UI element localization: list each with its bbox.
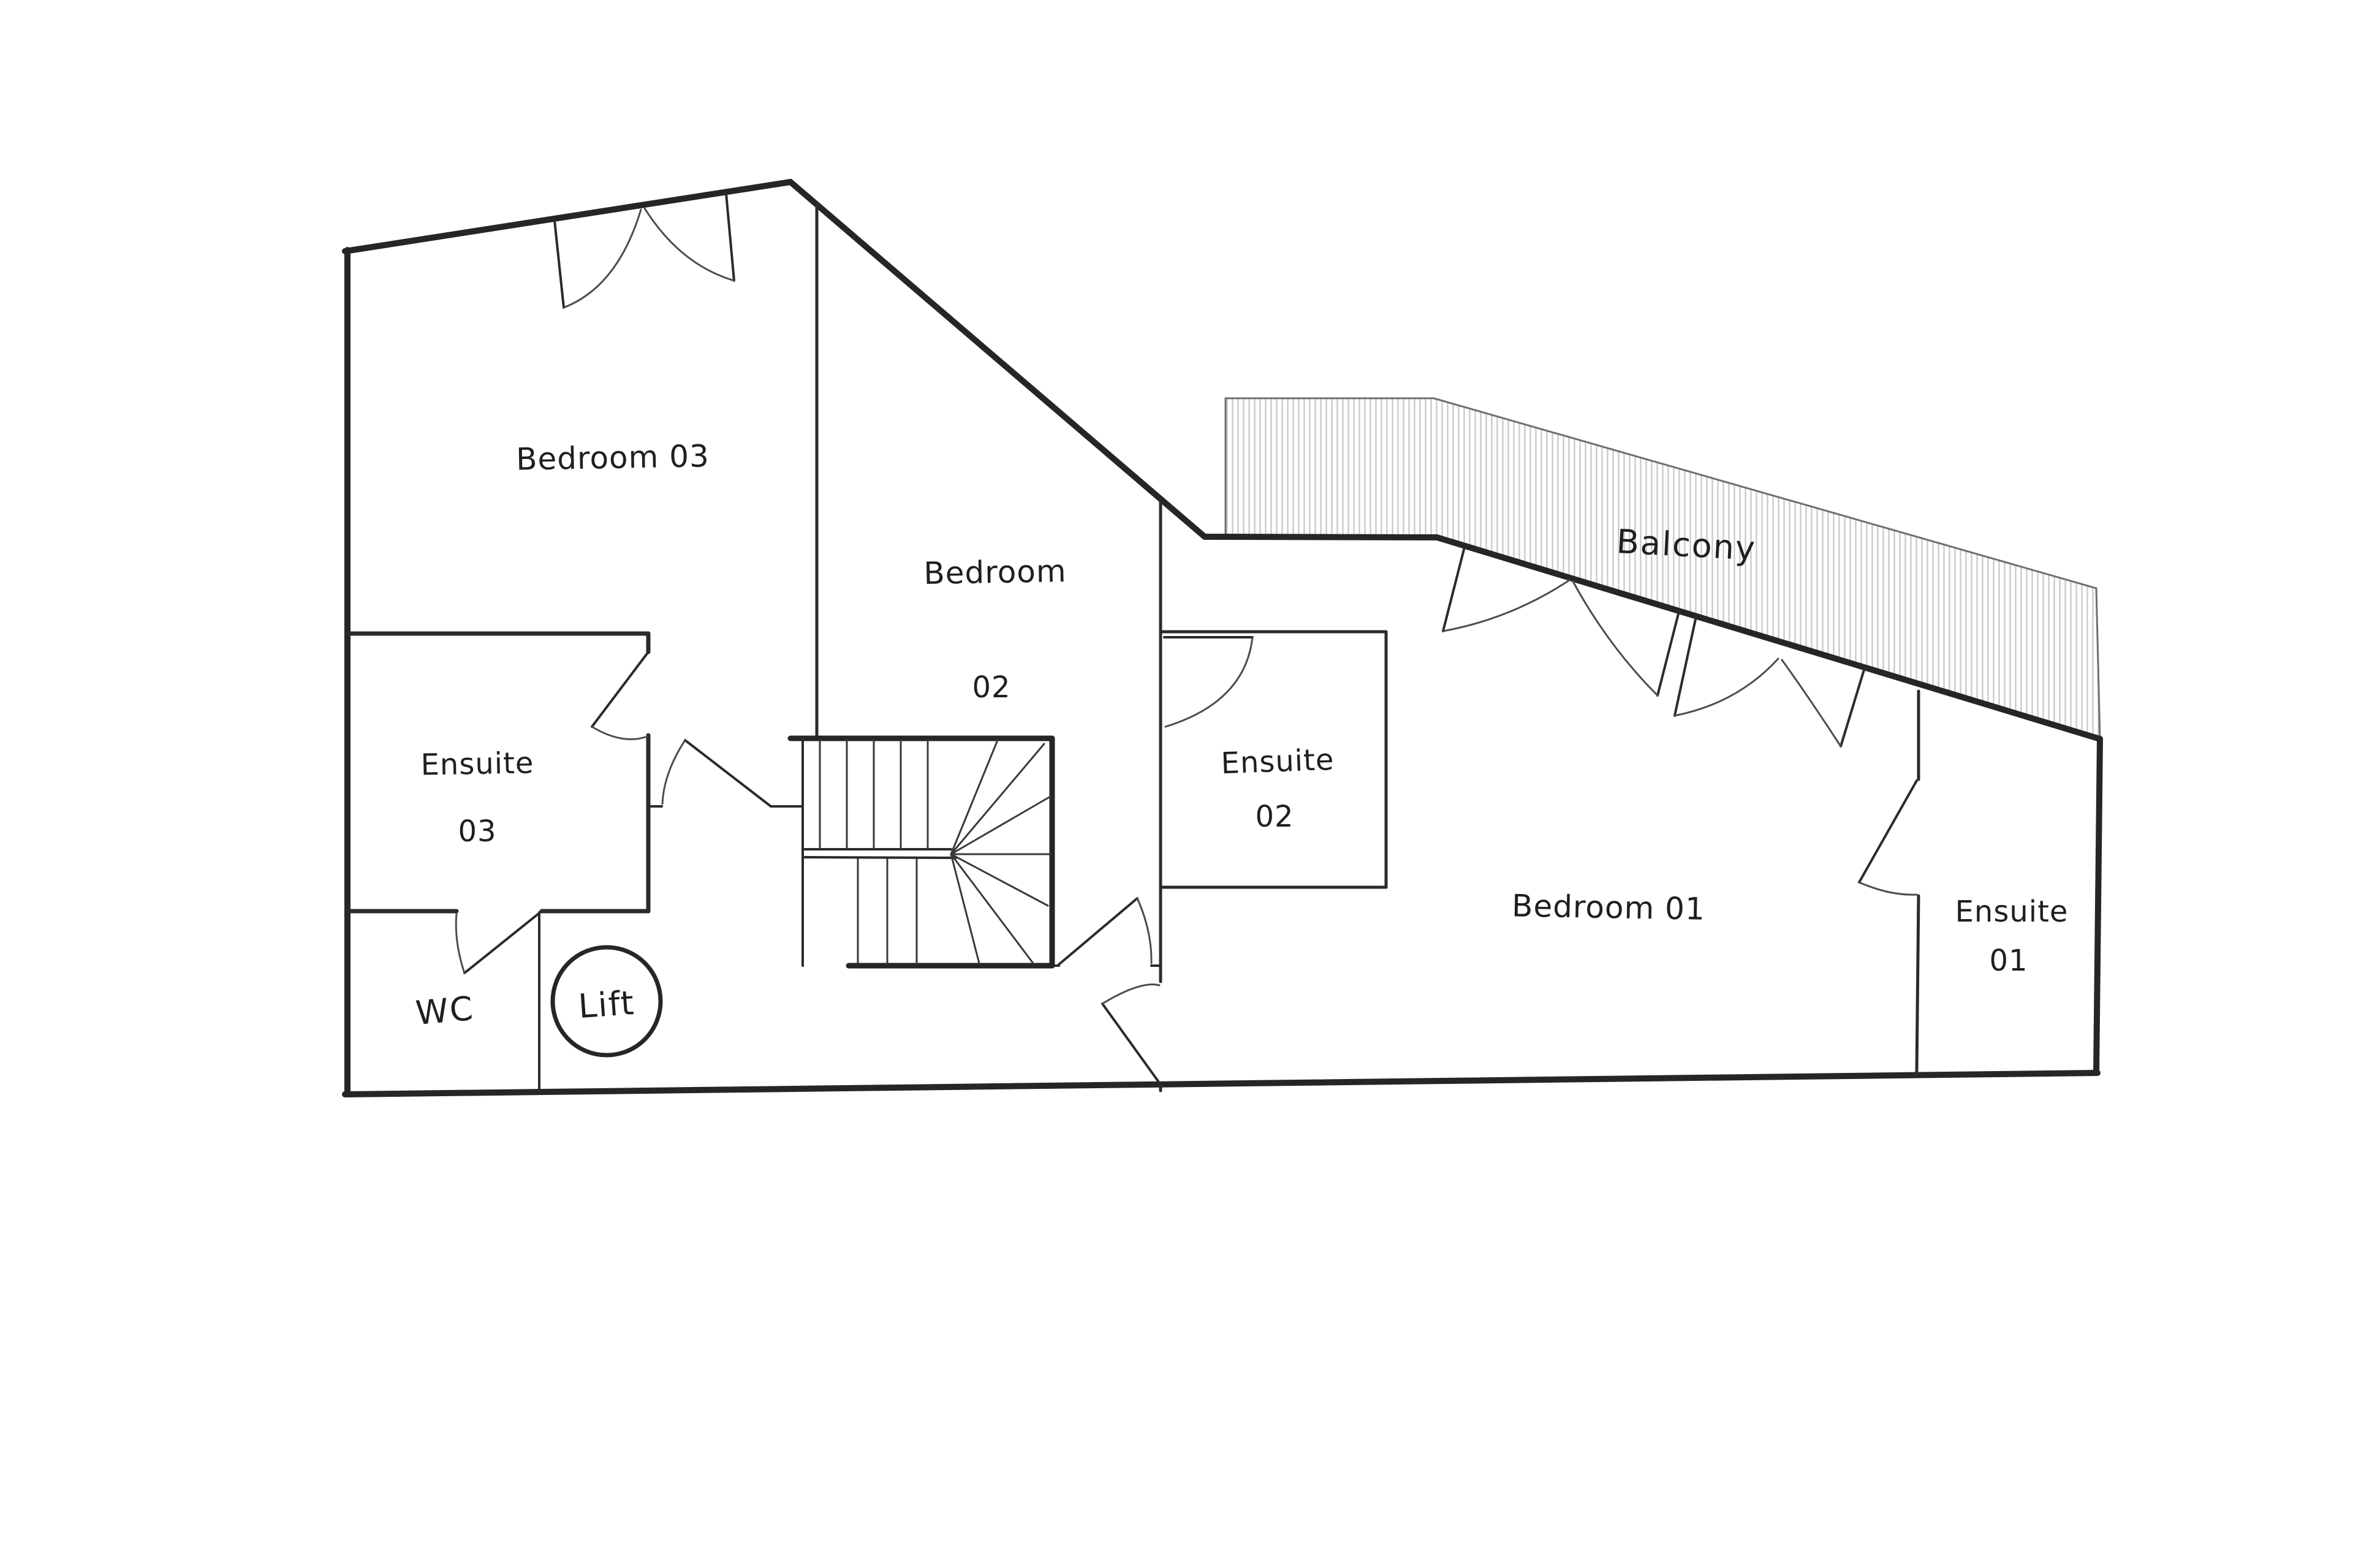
- balcony-double-door-2: [1673, 615, 1866, 748]
- stair-landing: [801, 848, 957, 859]
- balcony-double-door-1: [1442, 546, 1680, 697]
- room-label-balcony: Balcony: [1616, 522, 1757, 568]
- room-label-bedroom-02-line2: 02: [972, 670, 1010, 705]
- ensuite02-door: [1163, 636, 1254, 728]
- stair-door: [1058, 897, 1153, 966]
- wall-diagonal-upper: [787, 179, 1208, 540]
- exterior-walls: [342, 179, 2103, 1097]
- room-label-bedroom-02-line1: Bedroom: [923, 553, 1067, 591]
- wall-diagonal-lower: [1434, 534, 2103, 742]
- lift: [550, 945, 663, 1058]
- bedroom03-double-door: [553, 192, 735, 309]
- room-label-ensuite-03-line1: Ensuite: [420, 746, 534, 782]
- room-labels: Bedroom 03 Bedroom 02 Ensuite 03 WC Lift…: [414, 438, 2069, 1032]
- room-label-ensuite-01-line1: Ensuite: [1955, 895, 2069, 929]
- ensuite01-wall-left: [1915, 894, 1920, 1075]
- room-label-ensuite-03-line2: 03: [458, 814, 496, 849]
- lift-circle: [550, 945, 663, 1058]
- staircase: [787, 735, 1055, 969]
- room-label-ensuite-02-line2: 02: [1255, 800, 1294, 834]
- interior-walls: [346, 202, 1920, 1094]
- balcony-deck: [1224, 397, 2101, 741]
- stair-winders: [950, 739, 1051, 964]
- stair-treads-upper: [819, 739, 929, 849]
- room-label-wc: WC: [414, 989, 476, 1032]
- wall-bottom: [342, 1070, 2101, 1097]
- ensuite03-door: [591, 651, 650, 740]
- wc-door: [455, 910, 543, 974]
- bedroom01-door: [1101, 983, 1162, 1086]
- balcony-area: [1224, 397, 2101, 741]
- hall-door: [661, 739, 772, 808]
- wall-top-sloped: [342, 179, 794, 254]
- room-label-lift: Lift: [577, 983, 636, 1026]
- room-label-ensuite-01-line2: 01: [1989, 944, 2028, 978]
- stair-treads-lower: [857, 858, 918, 964]
- room-label-bedroom-01: Bedroom 01: [1512, 888, 1706, 927]
- ensuite01-door: [1858, 779, 1918, 896]
- wall-right: [2093, 736, 2103, 1076]
- room-label-ensuite-02-line1: Ensuite: [1221, 743, 1335, 781]
- room-label-bedroom-03: Bedroom 03: [516, 438, 710, 477]
- doors: [455, 192, 1918, 1086]
